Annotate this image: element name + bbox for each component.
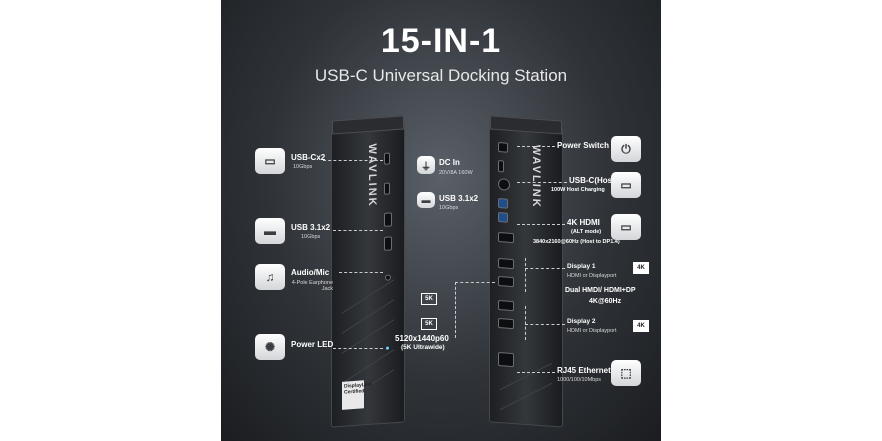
connector-line [323, 160, 383, 161]
callout-sub: (ALT mode) [571, 229, 602, 235]
ethernet-icon: ⬚ [611, 360, 641, 386]
callout-label: Audio/Mic [291, 268, 330, 277]
hdmi-port [498, 276, 514, 288]
power-switch [498, 142, 508, 153]
callout-sub: 100W Host Charging [551, 187, 605, 193]
usb-a-port [498, 198, 508, 209]
power-led [386, 346, 389, 350]
connector-line [517, 182, 567, 183]
dock-front-view: WAVLINK DisplayLink Certified [331, 115, 405, 428]
light-bulb-icon: ✺ [255, 334, 285, 360]
connector-line [525, 306, 526, 340]
dual-display-line1: Dual HMDI/ HDMI+DP [565, 287, 636, 294]
connector-line [525, 268, 565, 269]
texture-line [341, 349, 395, 384]
connector-line [455, 282, 456, 338]
connector-line [517, 146, 555, 147]
callout-sub: 10Gbps [293, 164, 313, 170]
4k-monitor-icon: 4K [633, 320, 649, 332]
callout-label: RJ45 Ethernet [557, 366, 611, 375]
dc-in-sub: 20V/8A 160W [439, 170, 473, 176]
ethernet-port [498, 352, 514, 368]
hdmi-port-icon: ▭ [611, 214, 641, 240]
usb31-label: USB 3.1x2 [439, 194, 479, 203]
callout-label: Display 1 [567, 263, 596, 270]
5k-monitor-icon: 5K [421, 293, 437, 305]
displayport [498, 258, 514, 270]
usb-c-host-port [498, 160, 504, 173]
usb-a-port [384, 236, 392, 251]
connector-line [333, 348, 383, 349]
connector-line [339, 272, 383, 273]
product-poster: 15-IN-1 USB-C Universal Docking Station … [221, 0, 661, 441]
connector-line [517, 372, 555, 373]
usb-a-port-icon: ▬ [417, 192, 435, 208]
hdmi-port [498, 318, 514, 330]
dock-top [332, 115, 404, 135]
callout-label: USB-Cx2 [291, 153, 326, 162]
texture-line [499, 382, 553, 411]
headphones-icon: ♫ [255, 264, 285, 290]
displayport [498, 300, 514, 312]
texture-line [341, 299, 395, 334]
callout-sub: 10Gbps [301, 234, 321, 240]
callout-sub: HDMI or Displayport [567, 328, 617, 334]
audio-jack [385, 274, 391, 281]
callout-label: Power LED [291, 340, 334, 349]
usb-a-port-icon: ▬ [255, 218, 285, 244]
callout-label: USB-C(Host) [569, 176, 618, 185]
connector-line [455, 282, 495, 283]
connector-line [333, 230, 383, 231]
page-subtitle: USB-C Universal Docking Station [314, 66, 568, 85]
5k-monitor-icon: 5K [421, 318, 437, 330]
usb-c-port-icon: ▭ [611, 172, 641, 198]
callout-label: Display 2 [567, 318, 596, 325]
usb-c-port [384, 182, 390, 195]
callout-sub: 4-Pole Earphone Jack [291, 280, 333, 292]
dc-in-label: DC In [439, 158, 460, 167]
callout-sub: HDMI or Displayport [567, 273, 617, 279]
resolution-sub: (5K Ultrawide) [401, 344, 445, 351]
dc-plug-icon: ⏚ [417, 156, 435, 174]
connector-line [525, 324, 565, 325]
page-title: 15-IN-1 [380, 22, 502, 60]
texture-line [341, 279, 395, 314]
callout-label: USB 3.1x2 [291, 223, 331, 232]
4k-monitor-icon: 4K [633, 262, 649, 274]
callout-label: Power Switch [557, 141, 610, 150]
brand-logo: WAVLINK [530, 144, 542, 210]
usb-c-port-icon: ▭ [255, 148, 285, 174]
dock-rear-view: WAVLINK [489, 115, 563, 428]
connector-line [525, 258, 526, 292]
dc-in-port [498, 178, 510, 191]
callout-sub2: 3840x2160@60Hz (Host to DP1.4) [533, 239, 620, 245]
brand-logo: WAVLINK [366, 143, 378, 209]
connector-line [517, 224, 565, 225]
usb-c-port [384, 152, 390, 165]
resolution-label: 5120x1440p60 [395, 334, 449, 343]
usb31-sub: 10Gbps [439, 205, 459, 211]
dock-top [490, 115, 562, 135]
power-icon: ⏻ [611, 136, 641, 162]
hdmi-port [498, 232, 514, 244]
displaylink-badge: DisplayLink Certified [342, 380, 372, 410]
callout-label: 4K HDMI [567, 218, 600, 227]
usb-a-port [498, 212, 508, 223]
callout-sub: 1000/100/10Mbps [557, 377, 602, 383]
dual-display-line2: 4K@60Hz [589, 298, 622, 305]
usb-a-port [384, 212, 392, 227]
